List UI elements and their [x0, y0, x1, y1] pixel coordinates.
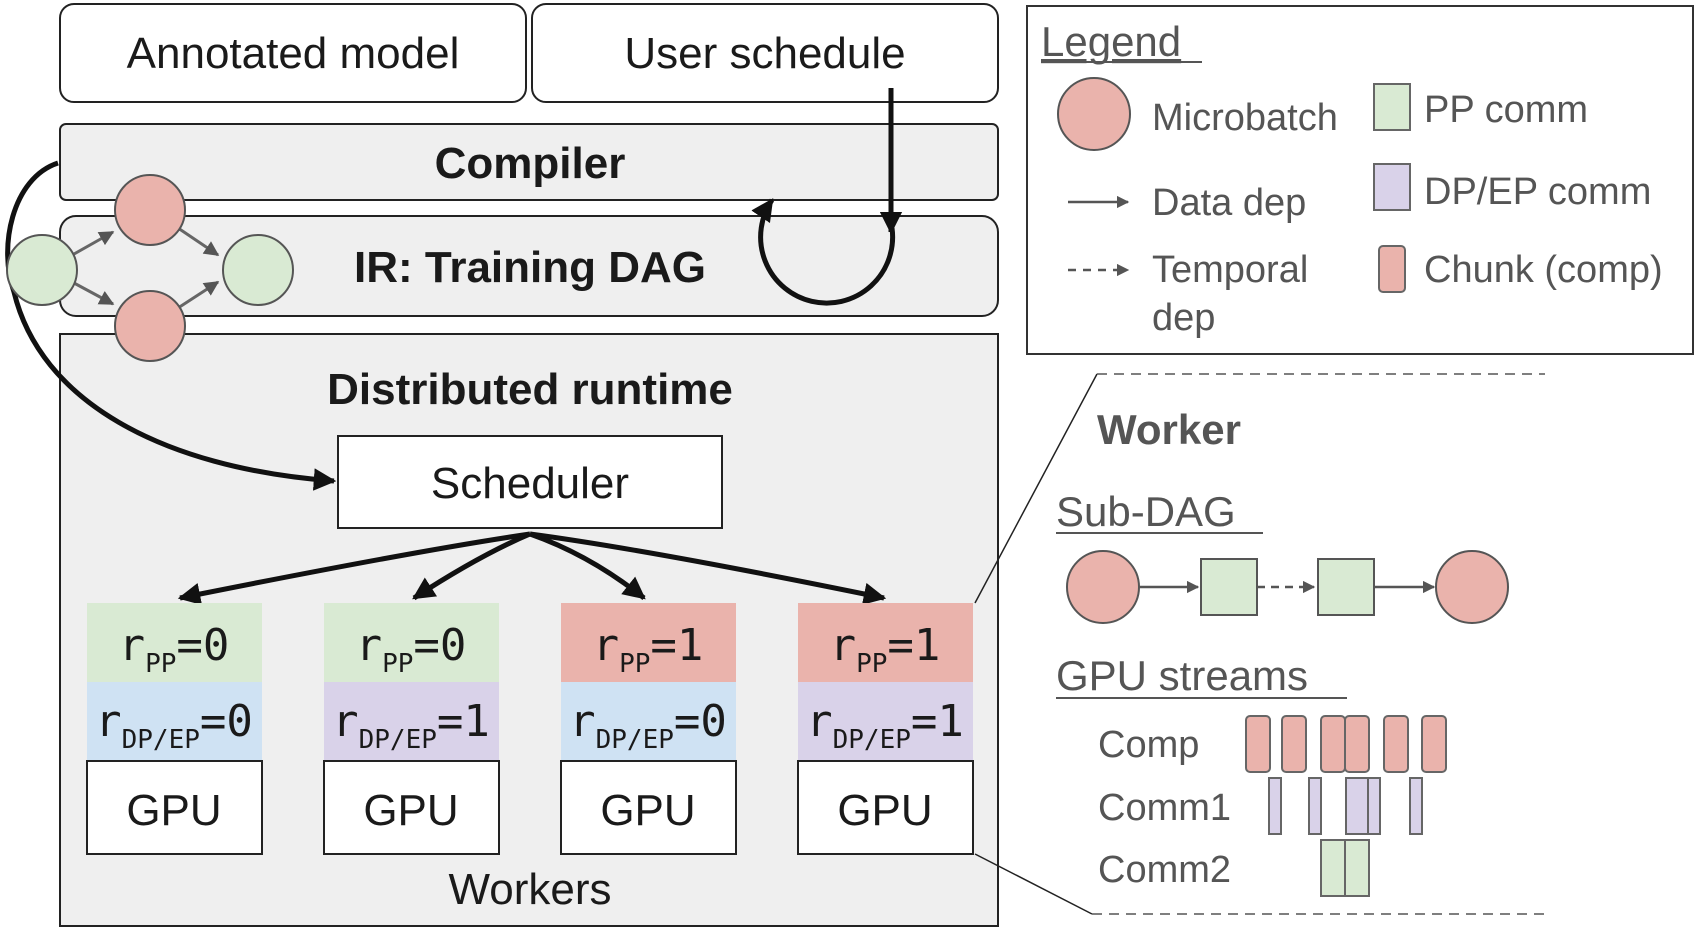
worker-2-gpu: GPU [363, 786, 458, 835]
legend-microbatch: Microbatch [1152, 97, 1338, 139]
arrow-to-worker-4 [529, 531, 887, 605]
arrow-to-worker-3 [529, 531, 646, 600]
sub-dag-pp-comm-recv [1317, 558, 1375, 616]
worker-4: rPP=1 rDP/EP=1 GPU [797, 603, 974, 855]
annotated-model-label: Annotated model [127, 29, 460, 78]
stream-comm1-chunks [1268, 777, 1423, 835]
sub-dag-pp-comm-send [1200, 558, 1258, 616]
legend: Legend Microbatch PP comm Data dep DP/EP… [1026, 5, 1694, 355]
worker-1-gpu: GPU [126, 786, 221, 835]
scheduler-label: Scheduler [431, 459, 629, 508]
ir-training-dag-box: IR: Training DAG [59, 215, 999, 317]
compile-loop [751, 88, 903, 306]
worker-2: rPP=0 rDP/EP=1 GPU [323, 603, 500, 855]
legend-pp-comm-swatch [1373, 83, 1411, 131]
scheduler-box: Scheduler [337, 435, 723, 529]
ir-dag-graph [6, 174, 294, 362]
worker-3-pp-rank: rPP=1 [593, 620, 704, 679]
worker-4-dp-rank: rDP/EP=1 [806, 696, 964, 755]
worker-2-dp-rank: rDP/EP=1 [332, 696, 490, 755]
worker-3-gpu: GPU [600, 786, 695, 835]
gpu-streams-title: GPU streams [1056, 652, 1308, 699]
dag-to-scheduler-arrow [5, 160, 337, 491]
legend-pp-comm: PP comm [1424, 89, 1588, 131]
dag-upper-node [114, 174, 186, 246]
runtime-label: Distributed runtime [327, 365, 733, 414]
sub-dag-title: Sub-DAG [1056, 488, 1236, 535]
worker-1: rPP=0 rDP/EP=0 GPU [86, 603, 263, 855]
legend-chunk-swatch [1378, 245, 1406, 293]
scheduler-fanout-arrows [177, 531, 887, 606]
loop-arc [751, 198, 896, 306]
sub-dag-graph [1066, 550, 1509, 624]
legend-temporal-dep-line2: dep [1152, 297, 1215, 339]
dag-source-node [6, 234, 78, 306]
arrow-to-worker-1 [177, 531, 531, 606]
ir-label: IR: Training DAG [354, 243, 706, 292]
worker-zoom-lines [974, 373, 1545, 915]
stream-comm2-label: Comm2 [1098, 849, 1231, 891]
worker-1-pp-rank: rPP=0 [119, 620, 230, 679]
sub-dag-microbatch-in [1066, 550, 1140, 624]
legend-chunk: Chunk (comp) [1424, 249, 1663, 291]
annotated-model-box: Annotated model [59, 3, 527, 103]
legend-dp-ep-comm-swatch [1373, 163, 1411, 211]
worker-4-pp-rank: rPP=1 [830, 620, 941, 679]
workers-label: Workers [449, 865, 612, 914]
stream-comp-chunks [1245, 715, 1447, 773]
legend-dp-ep-comm: DP/EP comm [1424, 171, 1651, 213]
dag-lower-node [114, 290, 186, 362]
worker-1-dp-rank: rDP/EP=0 [95, 696, 253, 755]
worker-3: rPP=1 rDP/EP=0 GPU [560, 603, 737, 855]
legend-title: Legend [1041, 18, 1181, 65]
worker-2-pp-rank: rPP=0 [356, 620, 467, 679]
worker-3-dp-rank: rDP/EP=0 [569, 696, 727, 755]
sub-dag-microbatch-out [1435, 550, 1509, 624]
legend-microbatch-swatch [1057, 77, 1131, 151]
stream-comp-label: Comp [1098, 724, 1199, 766]
compiler-label: Compiler [435, 139, 626, 188]
worker-detail: Worker Sub-DAG GPU streams Comp Comm1 Co… [1056, 406, 1509, 897]
stream-comm1-label: Comm1 [1098, 787, 1231, 829]
compiler-box: Compiler [59, 123, 999, 201]
user-schedule-box: User schedule [531, 3, 999, 103]
worker-detail-title: Worker [1097, 406, 1241, 453]
user-schedule-label: User schedule [624, 29, 905, 78]
dag-sink-node [222, 234, 294, 306]
arrow-to-worker-2 [412, 531, 531, 601]
legend-data-dep: Data dep [1152, 182, 1306, 224]
stream-comm2-chunks [1320, 839, 1370, 897]
legend-temporal-dep-line1: Temporal [1152, 249, 1308, 291]
worker-4-gpu: GPU [837, 786, 932, 835]
